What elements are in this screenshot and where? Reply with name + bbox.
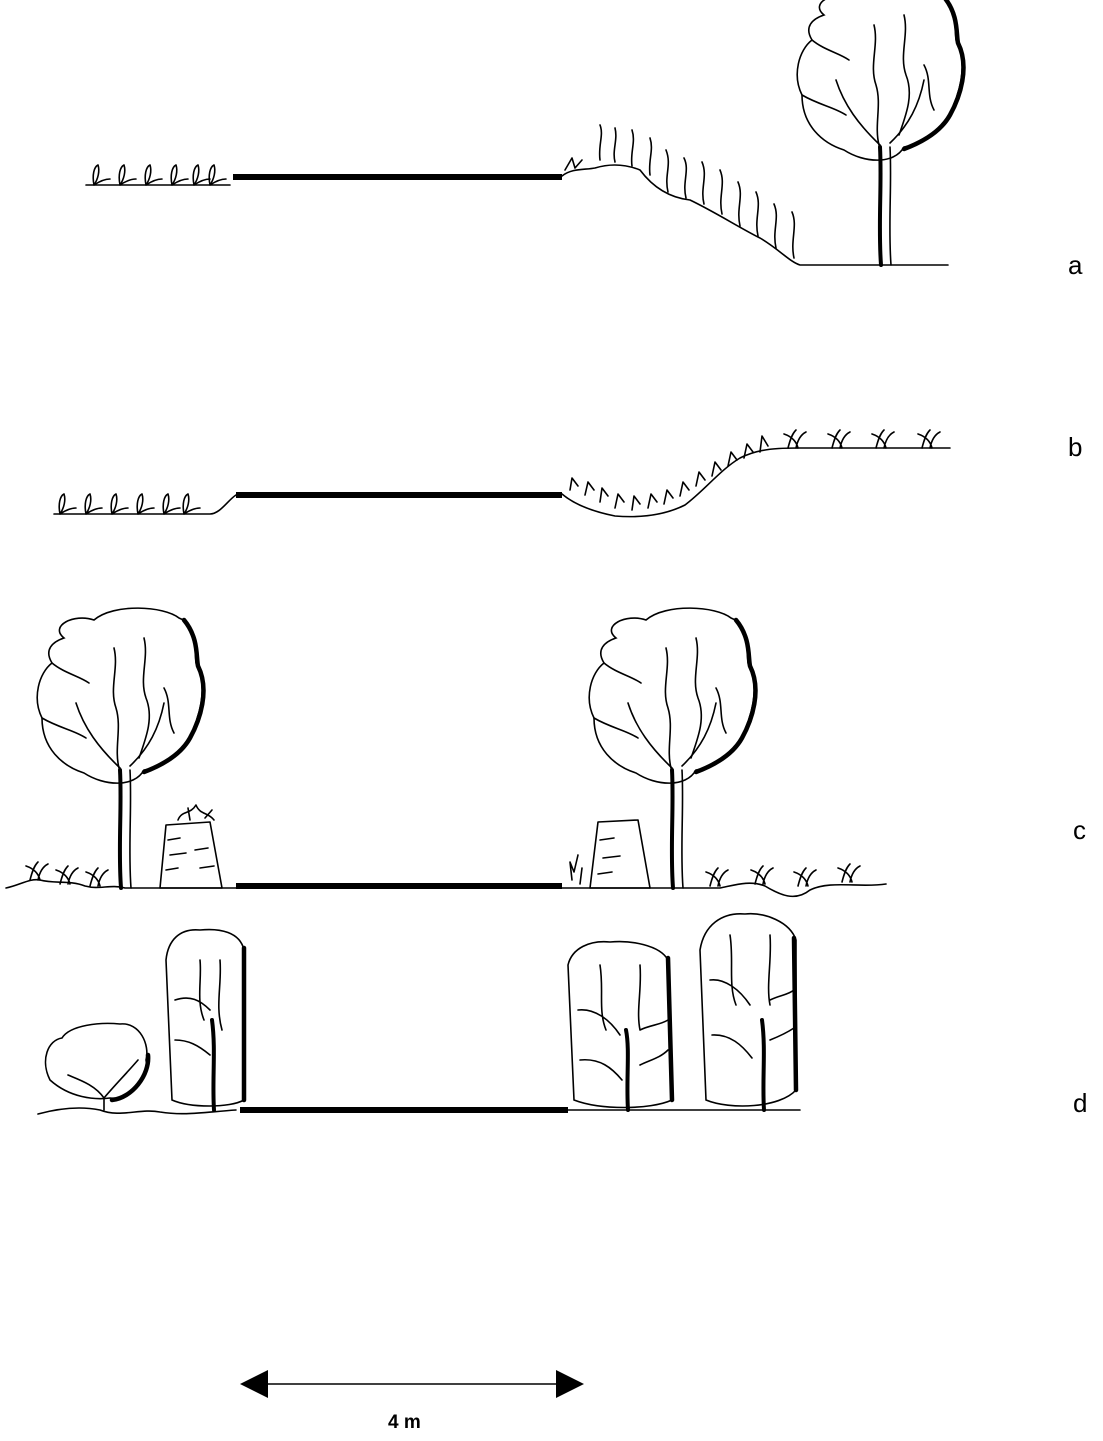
- scale-label: 4 m: [388, 1412, 421, 1433]
- panel-label-c: c: [1073, 815, 1086, 845]
- scale-arrow-right: [556, 1370, 584, 1398]
- panel-b-section: [53, 429, 951, 518]
- panel-b-slope-grass: [569, 429, 941, 511]
- panel-label-d: d: [1073, 1088, 1088, 1118]
- panel-b-left-sprouts: [58, 493, 201, 515]
- panel-c-left-bin: [159, 804, 223, 889]
- panel-d-section: [37, 912, 801, 1115]
- panel-c-left-tree: [37, 608, 203, 888]
- panel-d-right-tree-2: [699, 912, 799, 1112]
- panel-c-right-bin: [569, 819, 651, 889]
- panel-a-left-sprouts: [92, 164, 227, 186]
- panel-c-section: [5, 608, 887, 898]
- panel-d-left-shrub: [44, 1022, 151, 1111]
- panel-a-section: [85, 0, 963, 265]
- panel-d-right-tree-1: [567, 940, 675, 1112]
- scale-arrow-left: [240, 1370, 268, 1398]
- panel-a-slope-grass: [564, 124, 796, 259]
- scale-bar: [240, 1370, 584, 1398]
- panel-c-right-tree: [589, 608, 755, 888]
- panel-label-a: a: [1068, 250, 1083, 280]
- panel-label-b: b: [1068, 432, 1083, 462]
- panel-c-right-grass: [705, 863, 861, 887]
- panel-d-left-tree: [165, 928, 247, 1112]
- panel-a-tree: [797, 0, 963, 265]
